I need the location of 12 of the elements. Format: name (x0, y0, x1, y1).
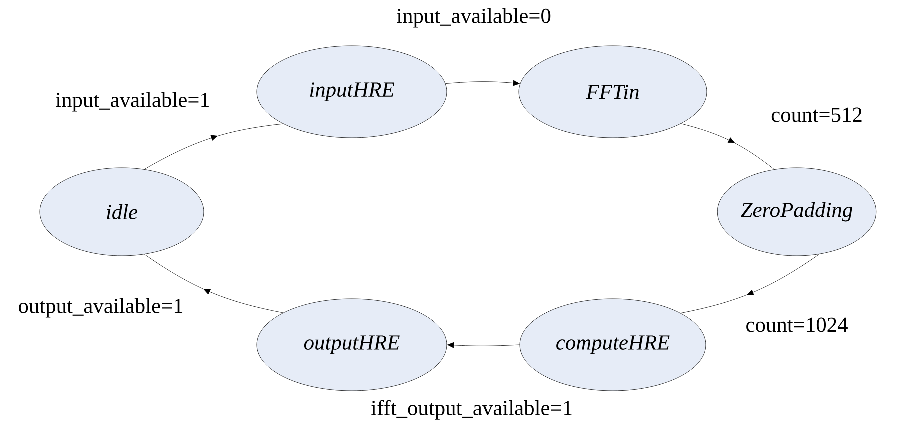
edge-label: input_available=0 (396, 7, 552, 29)
edge-label: count=1024 (744, 316, 850, 334)
arrow (144, 124, 284, 170)
arrow (144, 254, 284, 314)
edge-label: ifft_output_available=1 (370, 399, 574, 421)
edge-label: count=512 (770, 106, 864, 124)
edge-label: input_available=1 (54, 91, 212, 113)
arrow (446, 80, 520, 86)
arrow (680, 254, 820, 314)
edge-label: output_available=1 (17, 297, 185, 319)
arrow (681, 124, 775, 170)
arrow (448, 342, 520, 348)
